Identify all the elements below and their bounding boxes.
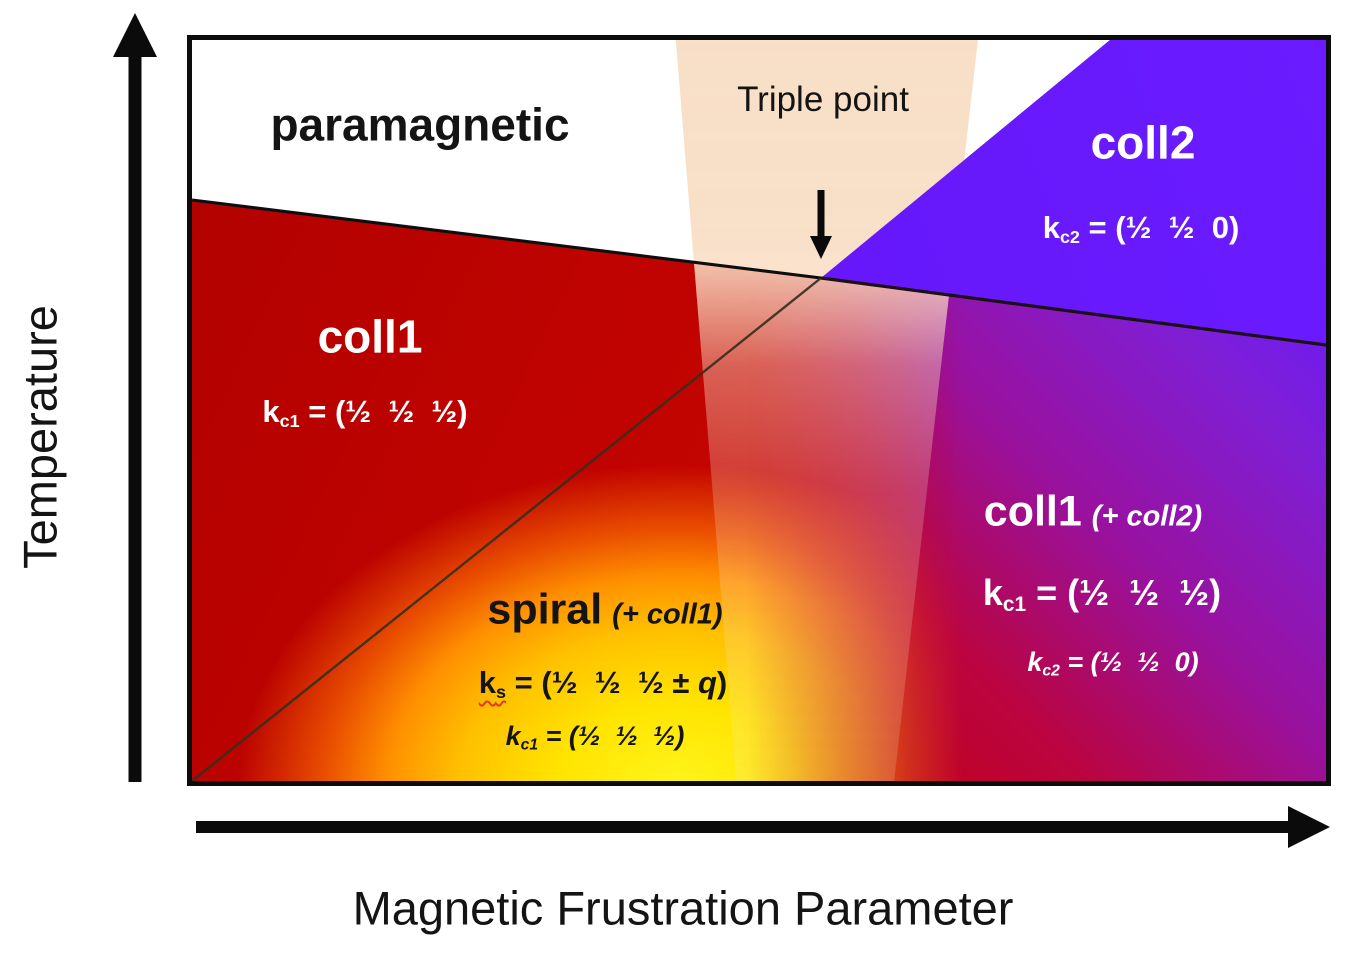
coll1-coll2-label: coll1(+ coll2) — [983, 487, 1203, 536]
plot-area: paramagnetic Triple point coll2 kc2 = (½… — [187, 35, 1331, 786]
phase-boundaries — [192, 190, 1326, 781]
y-axis-arrow — [113, 13, 157, 782]
coll1-coll2-kc1-formula: kc1 = (½ ½ ½) — [982, 572, 1222, 617]
spiral-ks-formula: ks = (½ ½ ½ ± q) — [478, 664, 728, 702]
x-axis-arrow — [196, 806, 1330, 848]
y-axis-label: Temperature — [13, 305, 67, 569]
x-axis-label: Magnetic Frustration Parameter — [352, 881, 1014, 935]
coll1-label: coll1 — [317, 310, 423, 363]
triple-point-arrow — [810, 190, 832, 259]
coll2-label: coll2 — [1090, 116, 1196, 169]
coll1-formula: kc1 = (½ ½ ½) — [262, 393, 468, 431]
coll1-coll2-kc2-formula: kc2 = (½ ½ 0) — [1027, 647, 1199, 680]
coll2-lower-boundary-line — [820, 276, 1326, 347]
triple-point-label: Triple point — [737, 79, 909, 119]
coll2-formula: kc2 = (½ ½ 0) — [1042, 209, 1240, 247]
spiral-boundary-line — [192, 277, 822, 781]
paramagnetic-label: paramagnetic — [270, 98, 570, 151]
spiral-kc1-formula: kc1 = (½ ½ ½) — [505, 721, 685, 754]
spiral-label: spiral(+ coll1) — [487, 585, 723, 634]
paramagnetic-boundary-line — [192, 198, 822, 280]
